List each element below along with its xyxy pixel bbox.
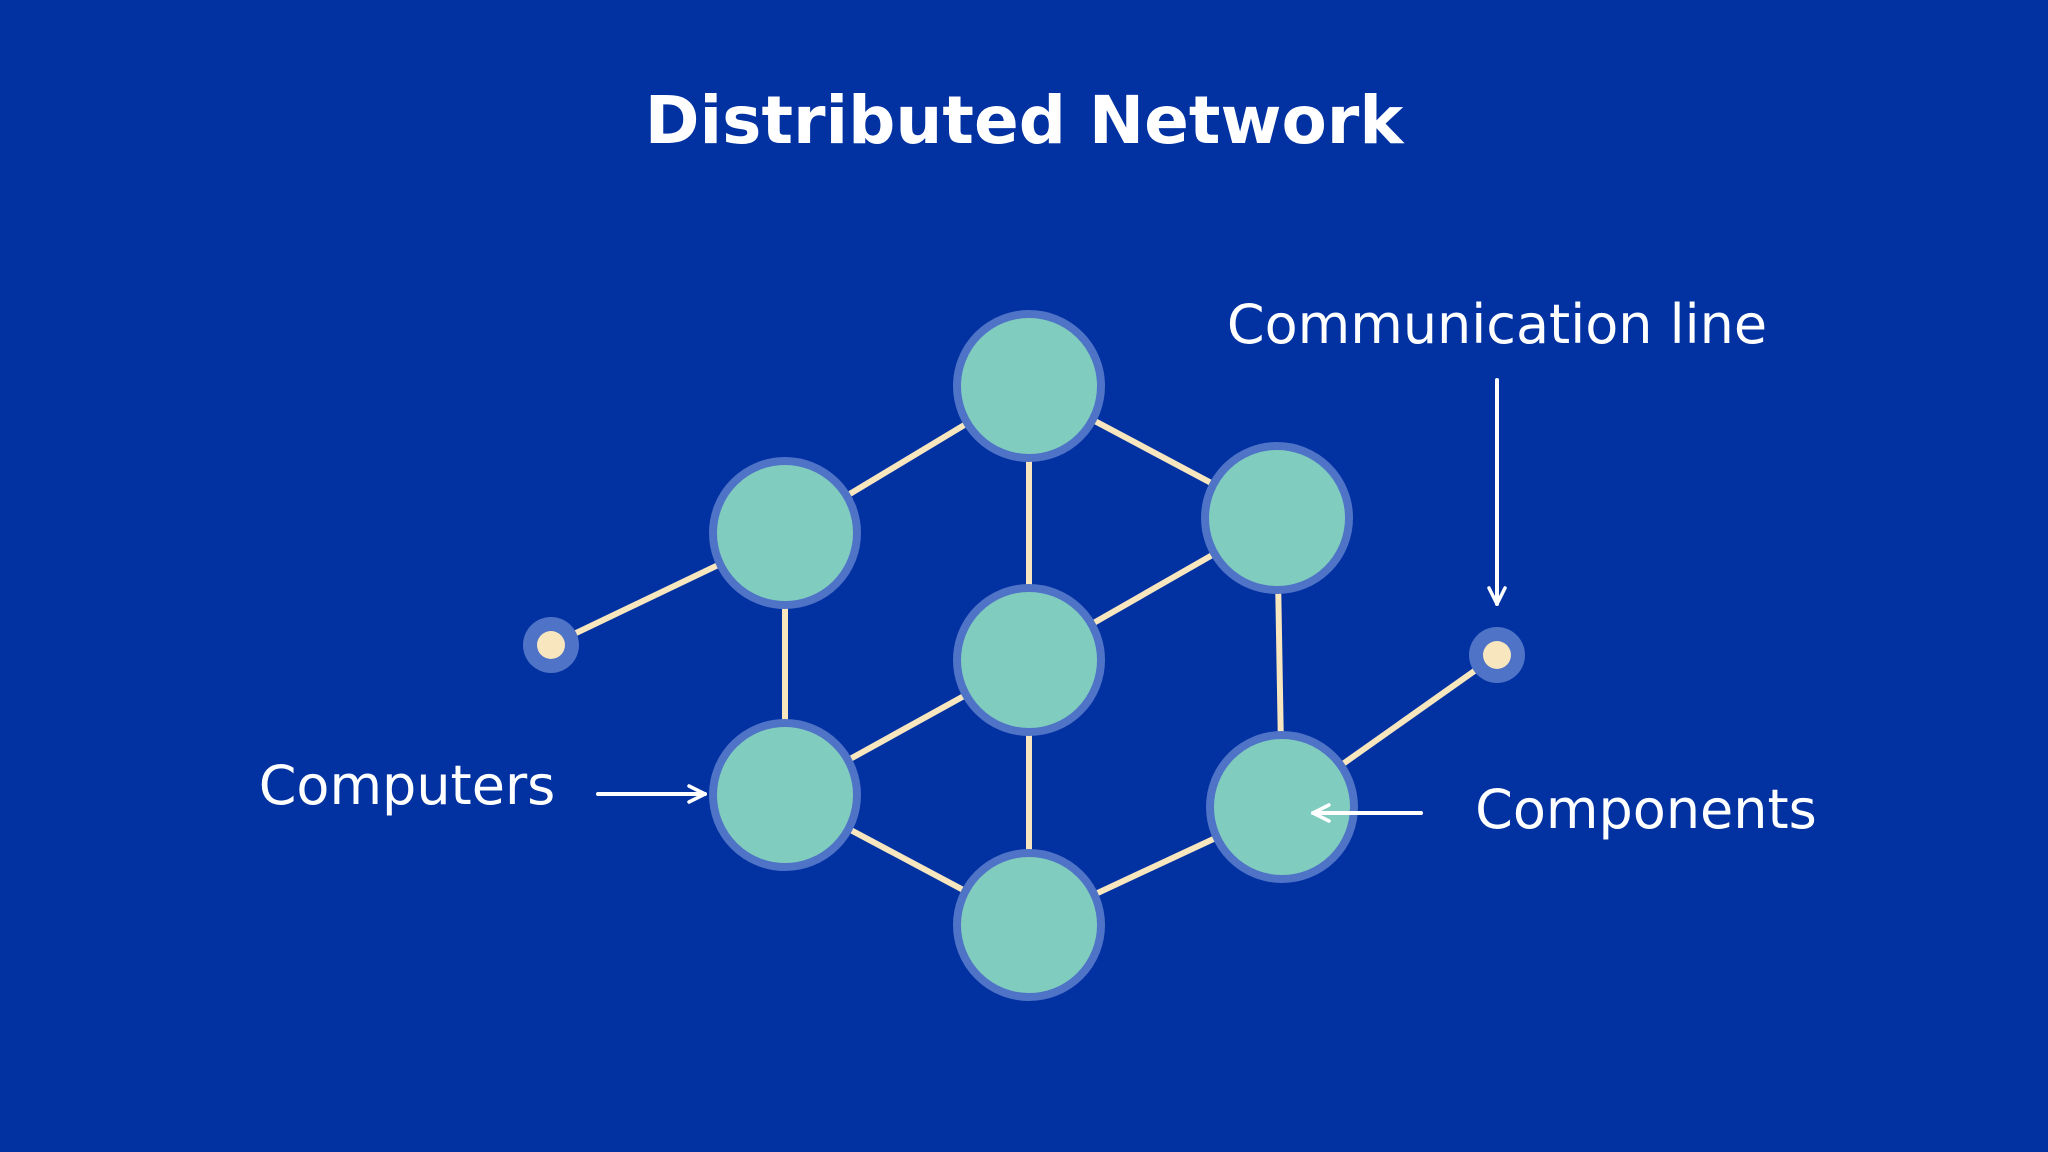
computer-node-top bbox=[953, 310, 1105, 462]
communication-line-label: Communication line bbox=[1227, 293, 1767, 356]
diagram-title: Distributed Network bbox=[645, 82, 1406, 159]
endpoint-left-dot bbox=[537, 631, 565, 659]
components-label: Components bbox=[1475, 778, 1817, 841]
computers-label: Computers bbox=[259, 754, 556, 817]
computer-node-center bbox=[953, 584, 1105, 736]
component-endpoint-right bbox=[1469, 627, 1525, 683]
component-endpoints bbox=[523, 617, 1525, 683]
endpoint-right-dot bbox=[1483, 641, 1511, 669]
computer-node-lower-right bbox=[1206, 731, 1358, 883]
computer-node-lower-left bbox=[709, 719, 861, 871]
computer-node-upper-right bbox=[1201, 442, 1353, 594]
computer-node-upper-left bbox=[709, 457, 861, 609]
component-endpoint-left bbox=[523, 617, 579, 673]
computer-nodes bbox=[709, 310, 1358, 1001]
computer-node-bottom bbox=[953, 849, 1105, 1001]
